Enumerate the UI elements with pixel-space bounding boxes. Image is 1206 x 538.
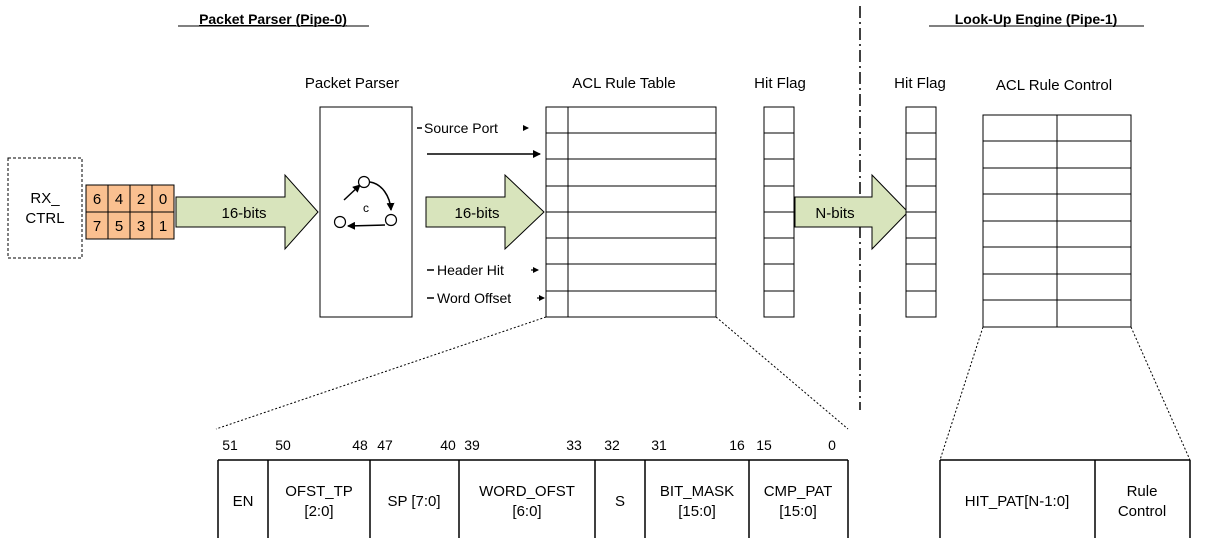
rule-control-field-layout	[939, 459, 1191, 538]
arrow-parser-to-table-label: 16-bits	[454, 205, 499, 222]
fifo-cell	[151, 211, 175, 240]
bit-position: 40	[440, 437, 456, 453]
acl-field-en: EN	[233, 493, 254, 510]
acl-field-word-ofst-range: [6:0]	[512, 503, 541, 520]
rule-control-field-hit-pat: HIT_PAT[N-1:0]	[965, 493, 1069, 510]
bit-position: 33	[566, 437, 582, 453]
acl-field-ofst-tp: OFST_TP	[285, 483, 353, 500]
bit-position: 50	[275, 437, 291, 453]
header-hit-signal-label: Header Hit	[437, 262, 504, 278]
acl-entry-field-layout	[217, 459, 849, 538]
fifo-cell-label: 0	[159, 191, 167, 208]
zoom-line	[715, 316, 849, 430]
acl-field-word-ofst: WORD_OFST	[479, 483, 575, 500]
bit-position: 15	[756, 437, 772, 453]
acl-field-cmp-pat: CMP_PAT	[764, 483, 833, 500]
fifo-cell-label: 5	[115, 218, 123, 235]
acl-rule-control-label: ACL Rule Control	[996, 77, 1112, 94]
bit-position: 32	[604, 437, 620, 453]
hit-flag-left-column	[763, 106, 795, 318]
acl-field-s: S	[615, 493, 625, 510]
acl-field-cmp-pat-range: [15:0]	[779, 503, 817, 520]
zoom-line	[1130, 326, 1191, 461]
rx-ctrl-label-line2: CTRL	[25, 210, 64, 227]
hit-flag-left-label: Hit Flag	[754, 75, 806, 92]
fifo-cell-label: 4	[115, 191, 123, 208]
rx-ctrl-box	[7, 157, 83, 259]
fifo-cell-label: 7	[93, 218, 101, 235]
hit-flag-right-label: Hit Flag	[894, 75, 946, 92]
source-port-signal-label: Source Port	[424, 120, 498, 136]
fifo-cell-label: 3	[137, 218, 145, 235]
bit-position: 48	[352, 437, 368, 453]
bit-position: 47	[377, 437, 393, 453]
bit-position: 16	[729, 437, 745, 453]
rule-control-field-control: Control	[1118, 503, 1166, 520]
pipe0-section-title: Packet Parser (Pipe-0)	[199, 11, 347, 27]
bit-position-labels: 51 50 48 47 40 39 33 32 31 16 15 0	[222, 437, 836, 453]
fifo-cell-label: 2	[137, 191, 145, 208]
arrow-rx-to-parser-label: 16-bits	[221, 205, 266, 222]
acl-rule-control-table	[982, 114, 1132, 328]
rule-control-field-rule: Rule	[1127, 483, 1158, 500]
acl-entry-field-labels: EN OFST_TP [2:0] SP [7:0] WORD_OFST [6:0…	[233, 483, 833, 520]
bit-position: 0	[828, 437, 836, 453]
arrow-rx-to-parser	[175, 173, 319, 251]
packet-parser-box	[319, 106, 413, 318]
fifo-cell-label: 1	[159, 218, 167, 235]
arrow-hitflag-to-control	[794, 173, 909, 251]
arrow-hitflag-to-control-label: N-bits	[815, 205, 854, 222]
acl-field-ofst-tp-range: [2:0]	[304, 503, 333, 520]
pipe1-section-title: Look-Up Engine (Pipe-1)	[955, 11, 1118, 27]
rule-control-field-labels: HIT_PAT[N-1:0] Rule Control	[965, 483, 1166, 520]
fifo-cell-label: 6	[93, 191, 101, 208]
acl-field-sp: SP [7:0]	[387, 493, 440, 510]
zoom-line	[215, 316, 547, 430]
zoom-line	[939, 326, 984, 461]
acl-field-bit-mask: BIT_MASK	[660, 483, 734, 500]
acl-field-bit-mask-range: [15:0]	[678, 503, 716, 520]
acl-rule-table-label: ACL Rule Table	[572, 75, 675, 92]
arrow-parser-to-table	[425, 173, 545, 251]
packet-parser-label: Packet Parser	[305, 75, 399, 92]
rx-ctrl-label-line1: RX_	[30, 190, 60, 207]
parser-state-glyph: c	[363, 201, 369, 215]
hit-flag-right-column	[905, 106, 937, 318]
parser-state-icon: c	[333, 175, 398, 230]
acl-rule-table	[545, 106, 717, 318]
bit-position: 51	[222, 437, 238, 453]
bit-position: 39	[464, 437, 480, 453]
bit-position: 31	[651, 437, 667, 453]
fifo-buffer: 6 4 2 0 7 5 3 1	[85, 184, 175, 240]
word-offset-signal-label: Word Offset	[437, 290, 511, 306]
